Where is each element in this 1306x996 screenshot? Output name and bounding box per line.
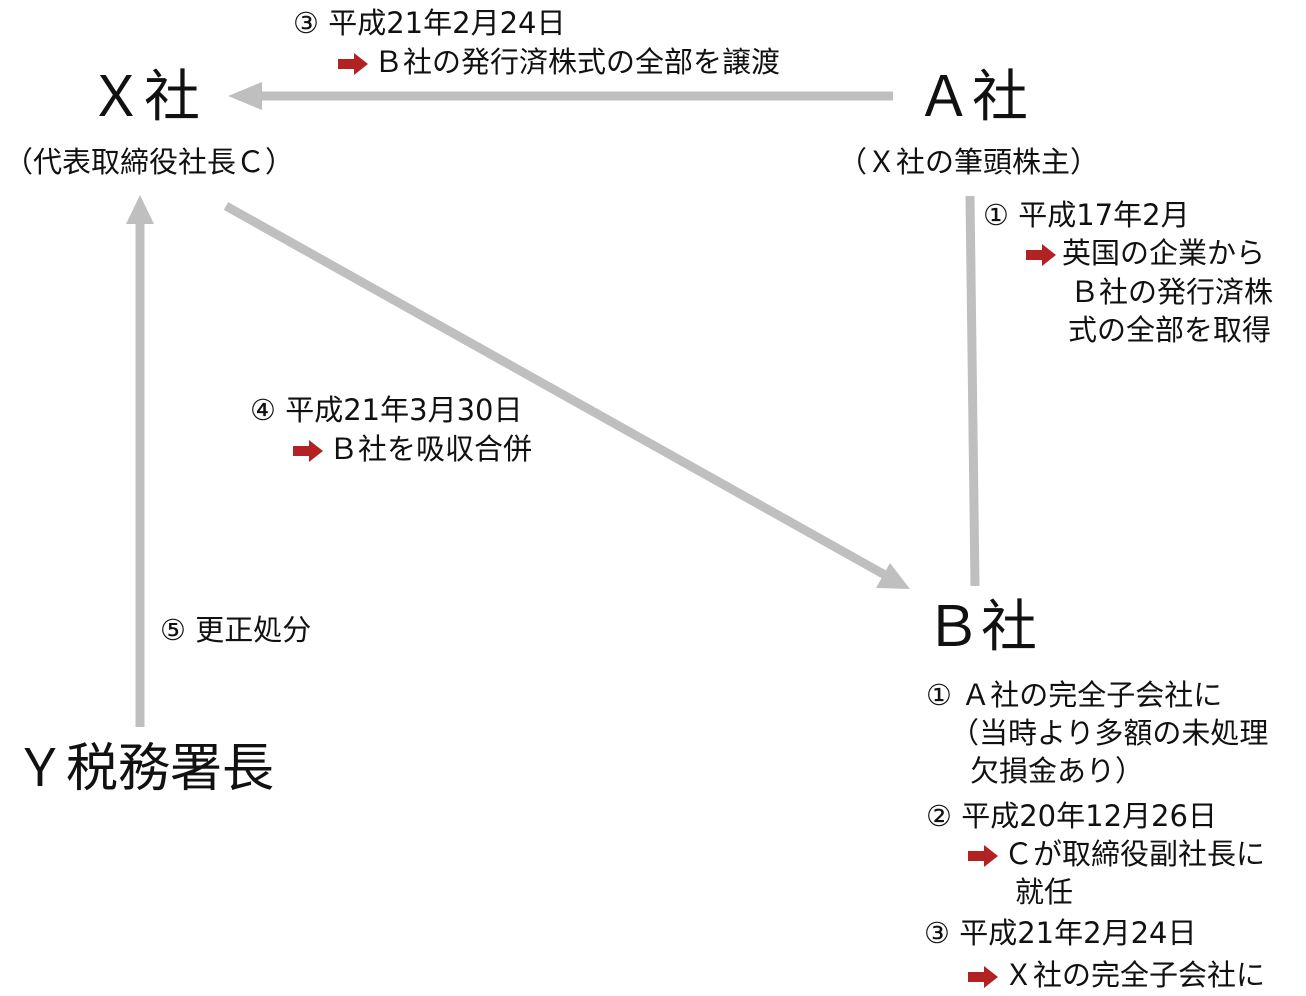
edge-x-to-b-detail: Ｂ社を吸収合併 [329, 432, 533, 466]
b-note-1-label: ① Ａ社の完全子会社に [926, 678, 1223, 712]
b-note-3-label: ③ 平成21年2月24日 [924, 916, 1197, 950]
edge-x-to-b [223, 202, 888, 579]
arrowhead-at-x-from-y [126, 195, 154, 224]
x-company-name: Ｘ社 [88, 65, 200, 130]
edge-x-to-b-detail-row: Ｂ社を吸収合併 [293, 430, 532, 468]
b-note-3-line-1: Ｘ社の完全子会社に [1004, 958, 1266, 992]
edge-a-to-x-label: ③ 平成21年2月24日 [293, 6, 566, 40]
edge-a-to-b [965, 195, 980, 587]
y-tax-office-name: Ｙ税務署長 [14, 739, 275, 799]
edge-a-to-x-detail-row: Ｂ社の発行済株式の全部を譲渡 [338, 43, 780, 81]
arrowhead-at-b [876, 563, 910, 589]
a-company-name: Ａ社 [916, 65, 1028, 130]
edge-y-to-x-label: ⑤ 更正処分 [160, 613, 312, 647]
b-note-2-line-1: Ｃが取締役副社長に [1004, 837, 1266, 871]
edge-a-to-x-detail: Ｂ社の発行済株式の全部を譲渡 [374, 45, 781, 79]
edge-a-to-b-detail-3: 式の全部を取得 [1068, 313, 1272, 347]
b-company-name: Ｂ社 [925, 595, 1037, 660]
b-note-3-line-1-row: Ｘ社の完全子会社に [968, 956, 1265, 994]
edge-a-to-b-detail-1: 英国の企業から [1062, 236, 1266, 270]
red-arrow-icon [338, 53, 368, 75]
a-company-sub: （Ｘ社の筆頭株主） [838, 145, 1100, 179]
arrowhead-at-x [228, 82, 262, 110]
b-note-2-label: ② 平成20年12月26日 [926, 799, 1217, 833]
edge-x-to-b-label: ④ 平成21年3月30日 [250, 393, 523, 427]
b-note-2-line-2: 就任 [1015, 875, 1074, 909]
edge-a-to-b-label: ① 平成17年2月 [983, 198, 1190, 232]
red-arrow-icon [968, 966, 998, 988]
red-arrow-icon [293, 440, 323, 462]
red-arrow-icon [1026, 244, 1056, 266]
b-note-1-line-1: （当時より多額の未処理 [950, 716, 1269, 750]
edge-a-to-b-detail-2: Ｂ社の発行済株 [1070, 275, 1274, 309]
b-note-2-line-1-row: Ｃが取締役副社長に [968, 835, 1265, 873]
b-note-1-line-2: 欠損金あり） [970, 754, 1145, 788]
red-arrow-icon [968, 845, 998, 867]
x-company-sub: （代表取締役社長Ｃ） [4, 145, 295, 179]
edge-a-to-b-detail-row: 英国の企業から [1026, 234, 1265, 272]
